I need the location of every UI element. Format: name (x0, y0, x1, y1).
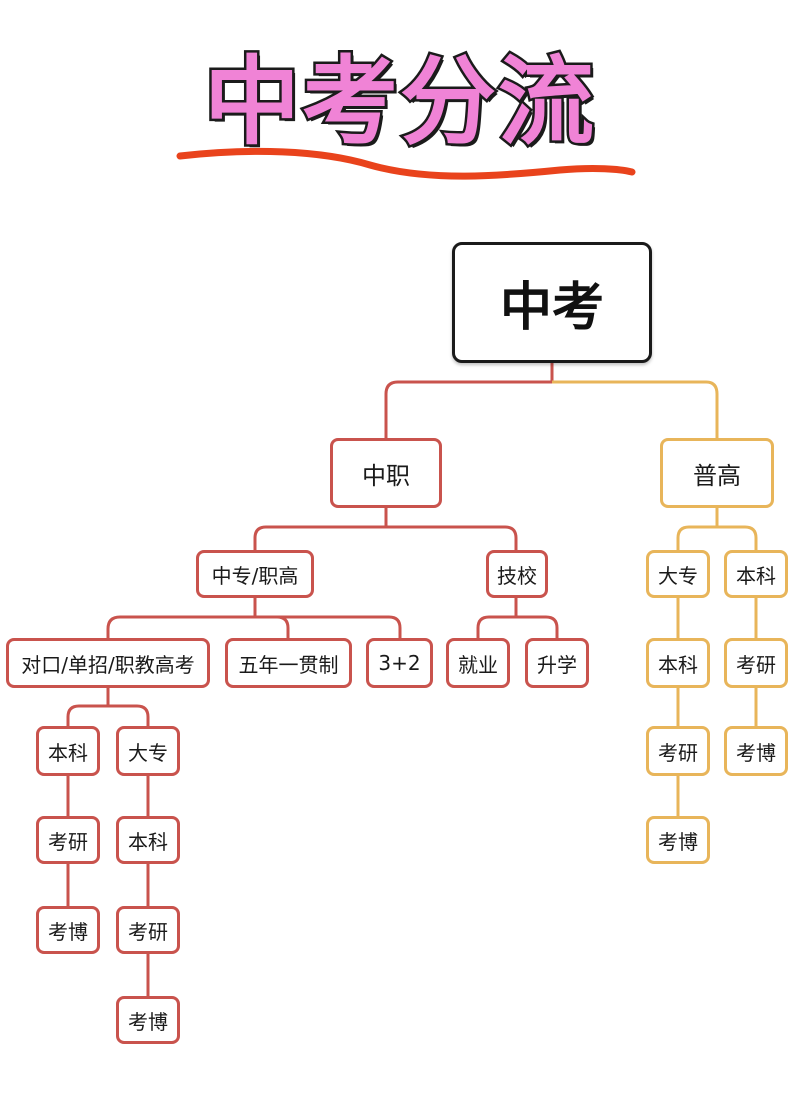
node-aca-benke-kaobo: 考博 (724, 726, 788, 776)
node-aca-benke: 本科 (724, 550, 788, 598)
node-aca-dazhuan-benke: 本科 (646, 638, 710, 688)
node-duikou-danzhao: 对口/单招/职教高考 (6, 638, 210, 688)
node-zhongzhuan-zhigao: 中专/职高 (196, 550, 314, 598)
node-voc-dazhuan-kaoyan: 考研 (116, 906, 180, 954)
node-jixiao: 技校 (486, 550, 548, 598)
node-voc-benke-kaobo: 考博 (36, 906, 100, 954)
node-voc-dazhuan-benke: 本科 (116, 816, 180, 864)
node-voc-dazhuan: 大专 (116, 726, 180, 776)
node-voc-benke: 本科 (36, 726, 100, 776)
node-wunian-yiguanzhi: 五年一贯制 (225, 638, 352, 688)
node-zhongzhi: 中职 (330, 438, 442, 508)
diagram-title: 中考分流 (202, 44, 597, 161)
node-aca-benke-kaoyan: 考研 (724, 638, 788, 688)
node-aca-dazhuan-kaobo: 考博 (646, 816, 710, 864)
node-aca-dazhuan: 大专 (646, 550, 710, 598)
node-aca-dazhuan-kaoyan: 考研 (646, 726, 710, 776)
node-voc-benke-kaoyan: 考研 (36, 816, 100, 864)
node-jiuye: 就业 (446, 638, 510, 688)
node-pugao: 普高 (660, 438, 774, 508)
node-shengxue: 升学 (525, 638, 589, 688)
node-zhongkao-root: 中考 (452, 242, 652, 363)
node-voc-dazhuan-kaobo: 考博 (116, 996, 180, 1044)
node-3plus2: 3+2 (366, 638, 433, 688)
